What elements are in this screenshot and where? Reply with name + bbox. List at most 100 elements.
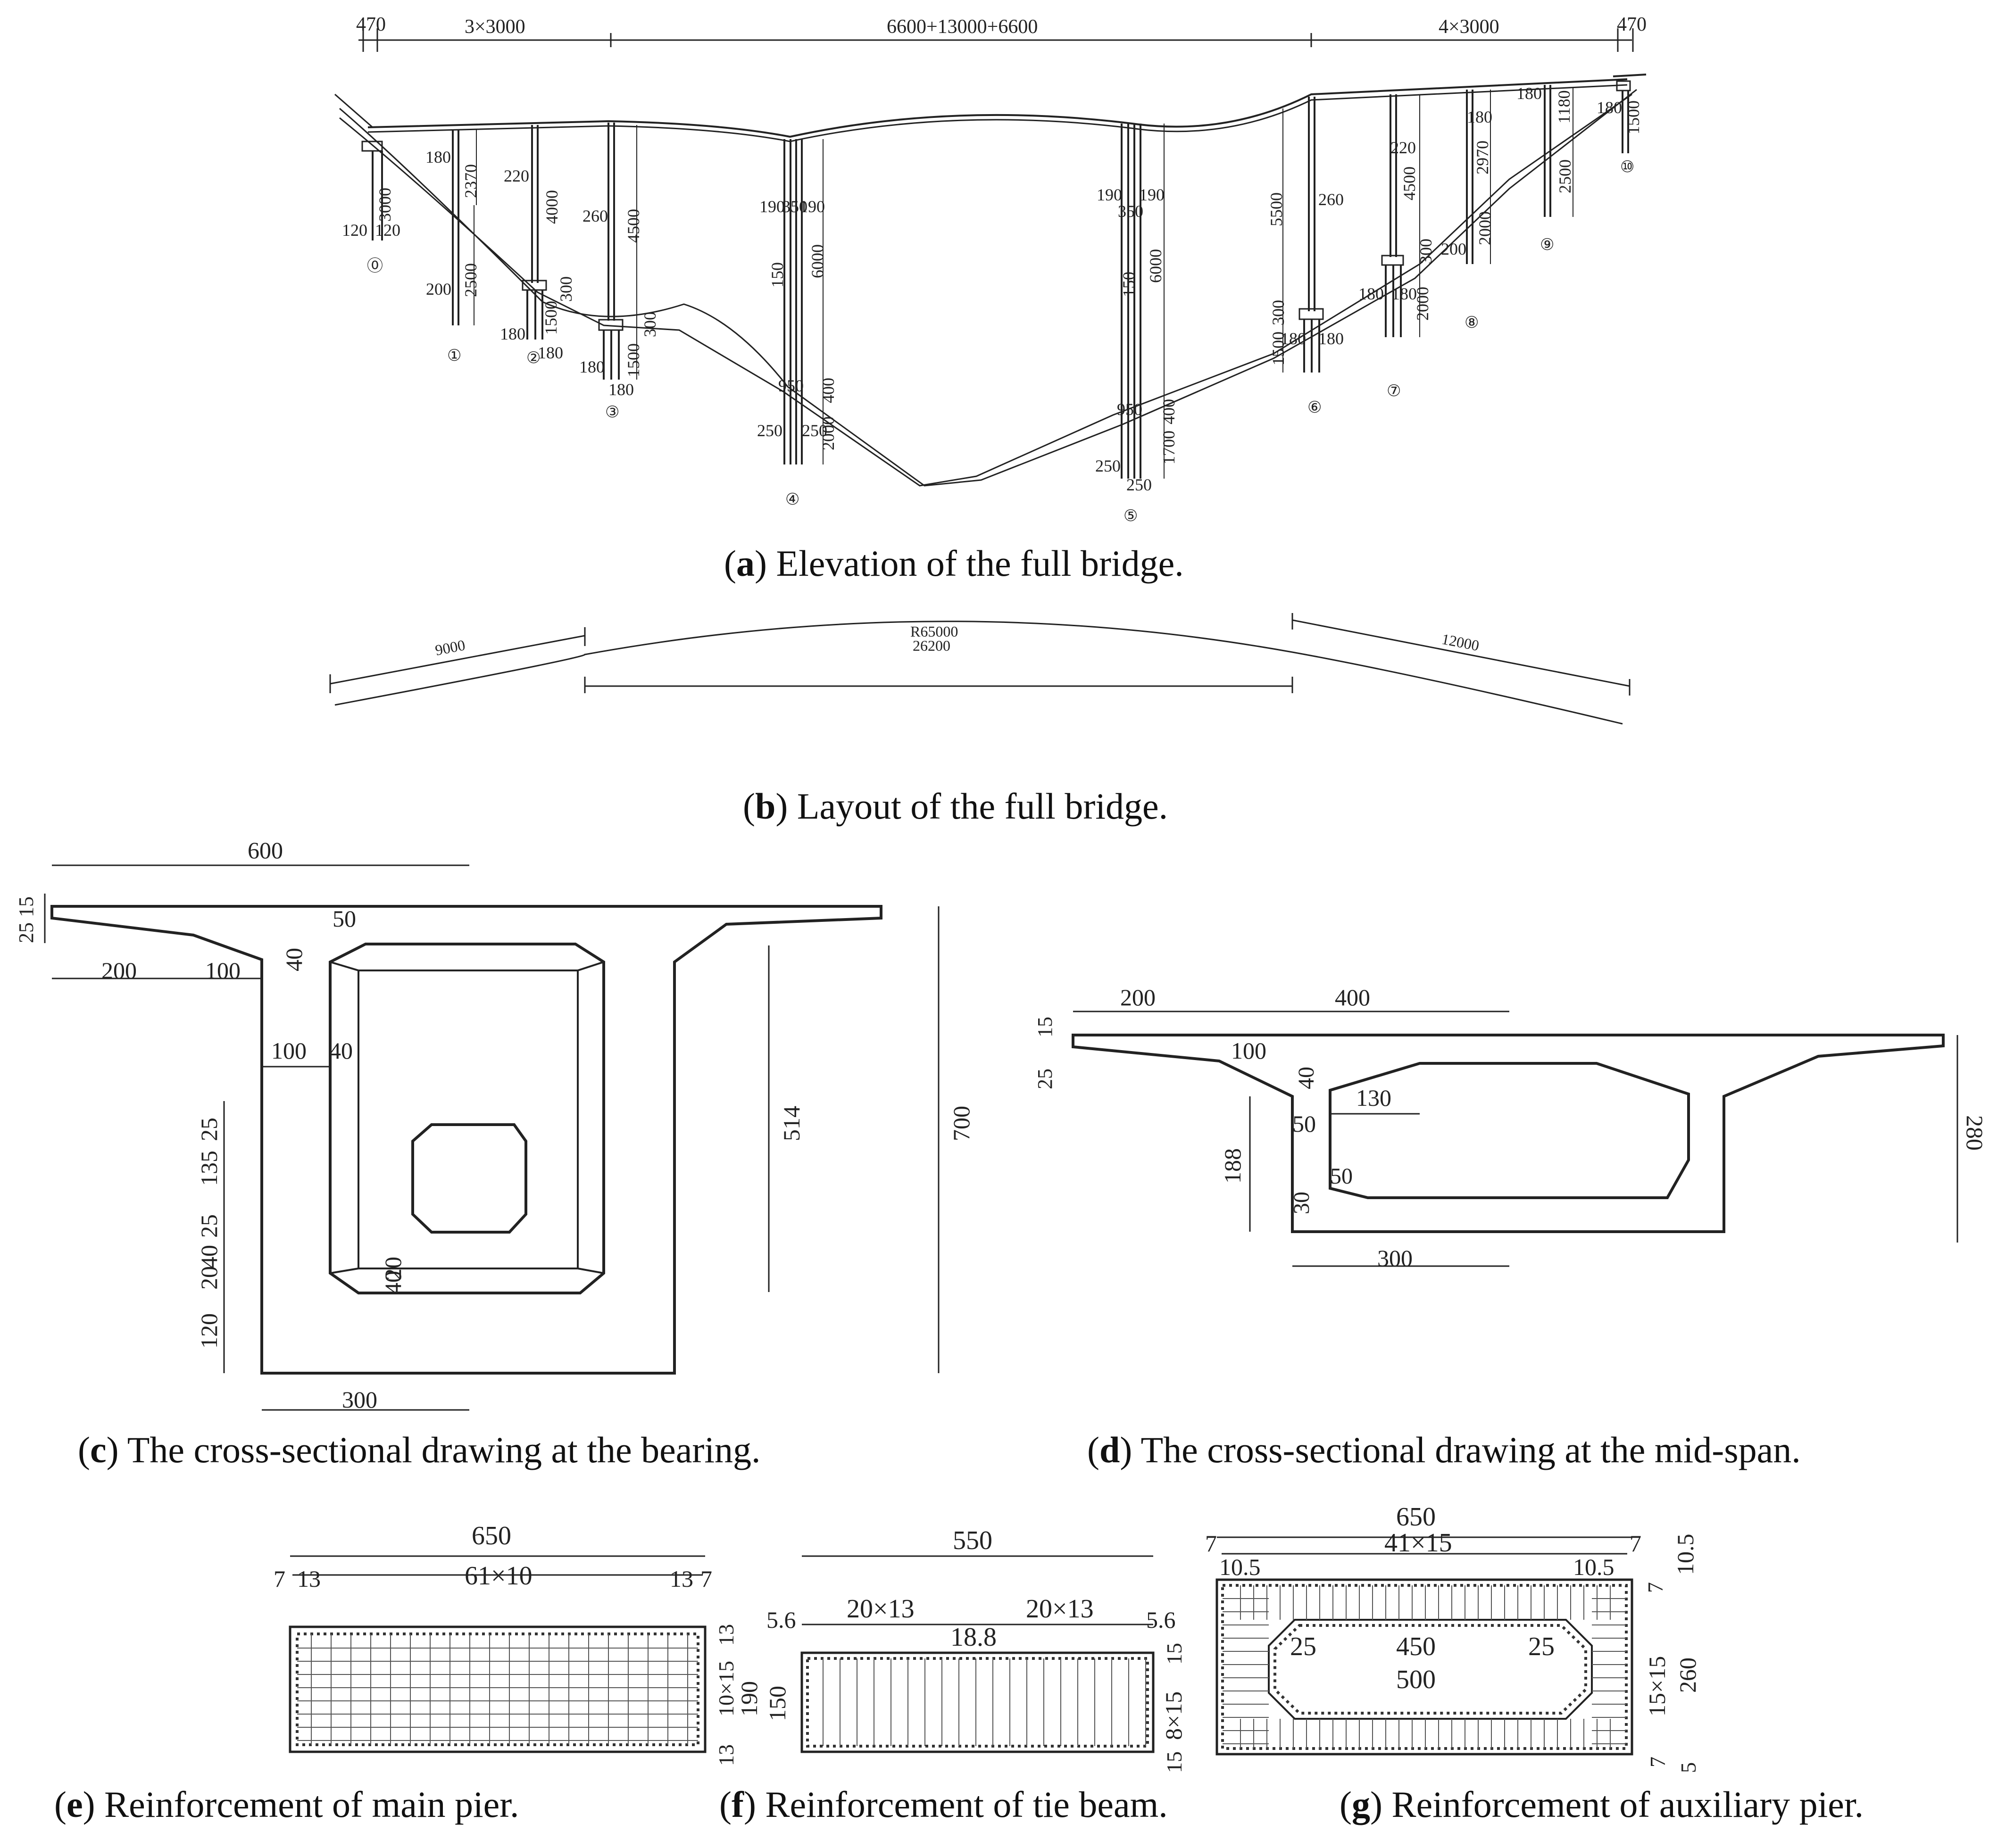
dim-label: 220 [504,166,529,185]
pier-number: ② [526,349,541,367]
pier-number: ⑦ [1387,382,1401,400]
dim-label: 180 [579,357,605,376]
dim-label: 2500 [461,263,480,297]
dim-label: 15 [1033,1017,1057,1037]
dim-label: R65000 [910,623,958,640]
dim-label: 6600+13000+6600 [887,16,1038,38]
dim-label: 190 [1139,185,1165,204]
dim-label: 180 [1597,98,1622,117]
dim-label: 40 [380,1271,406,1294]
dim-label: 26200 [913,637,950,654]
dim-label: 1180 [1555,90,1573,124]
dim-label: 40 [1294,1067,1319,1089]
dim-label: 13 [714,1624,738,1646]
dim-label: 190 [759,197,785,216]
dim-label: 190 [799,197,825,216]
dim-label: 280 [1962,1115,1988,1151]
dim-label: 2000 [819,416,838,450]
dim-label: 180 [608,380,634,399]
dim-label: 188 [1219,1148,1246,1184]
rebar-auxiliary-pier-drawing [1215,1536,1633,1756]
dim-label: 50 [1292,1110,1316,1137]
dim-label: 1500 [624,343,643,377]
dim-label: 100 [205,957,241,984]
dim-label: 25 [1290,1632,1316,1661]
rebar-grid [297,1585,1626,1749]
dim-label: 8×15 [1160,1691,1187,1740]
dim-label: 3×3000 [465,16,525,38]
dim-label: 13 [670,1566,693,1592]
dim-label: 20 [196,1266,222,1290]
dim-label: 7 [1205,1530,1217,1557]
layout-drawing [329,613,1631,725]
dim-label: 400 [1335,984,1370,1011]
dim-label: 1500 [541,301,560,335]
dim-label: 150 [764,1686,791,1721]
pier-number: ⑩ [1620,158,1634,176]
dim-label: 150 [768,262,787,288]
pier-number: ⓪ [367,257,383,275]
dim-label: 300 [1269,300,1288,325]
dim-label: 7 [1646,1757,1670,1767]
dim-label: 15 [15,896,38,917]
dim-label: 200 [101,957,137,984]
dim-label: 200 [1441,240,1466,258]
pier-number: ⑤ [1123,507,1138,525]
dim-label: 250 [1126,475,1152,494]
dim-label: 20×13 [1026,1594,1094,1624]
dim-label: 2970 [1473,141,1492,174]
dim-label: 5500 [1267,192,1286,226]
dim-label: 120 [375,221,400,240]
dim-label: 470 [356,14,386,35]
dim-label: 400 [819,378,838,403]
dim-label: 4×3000 [1439,16,1499,38]
dim-label: 514 [778,1106,805,1141]
dim-label: 190 [1097,185,1122,204]
dim-label: 50 [1330,1164,1353,1189]
dim-label: 4000 [542,190,561,224]
caption-b: (b) Layout of the full bridge. [743,786,1168,827]
dim-label: 5.6 [766,1607,796,1633]
dim-label: 200 [1120,984,1156,1011]
dim-label: 10×15 [714,1661,738,1716]
dim-label: 6000 [808,244,827,278]
caption-a: (a) Elevation of the full bridge. [724,543,1184,584]
rebar-main-pier-drawing [289,1555,707,1753]
caption-c: (c) The cross-sectional drawing at the b… [78,1429,761,1470]
dim-label: 7 [1630,1530,1641,1557]
dim-label: 350 [1118,202,1143,221]
dim-label: 2000 [1475,211,1494,245]
dim-label: 180 [1318,329,1344,348]
dim-label: 5.6 [1146,1607,1176,1633]
dim-label: 260 [583,207,608,225]
caption-g: (g) Reinforcement of auxiliary pier. [1340,1784,1864,1825]
dim-label: 20 [380,1257,406,1280]
dim-label: 10.5 [1219,1554,1261,1580]
dim-label: 180 [1358,284,1384,303]
dim-label: 50 [333,905,356,932]
dim-label: 7 [700,1566,712,1592]
dim-label: 950 [1117,400,1142,419]
section-midspan-drawing [1072,1011,1958,1267]
dim-label: 41×15 [1384,1528,1452,1558]
dim-label: 300 [557,276,575,302]
dim-label: 25 [15,922,38,943]
dim-label: 180 [1516,84,1542,103]
dim-label: 135 [196,1151,222,1186]
dim-label: 1500 [1624,100,1643,134]
dim-label: 15 [1162,1751,1186,1773]
dim-label: 13 [297,1566,321,1592]
dim-label: 650 [472,1521,511,1550]
dim-label: 260 [1674,1657,1701,1693]
dim-label: 40 [329,1037,353,1064]
pier-number: ③ [605,404,619,421]
dim-label: 40 [196,1245,222,1268]
dim-label: 250 [757,421,782,440]
dim-label: 400 [1159,399,1178,424]
elevation-drawing [334,28,1647,487]
dim-label: 30 [1289,1192,1314,1214]
dim-label: 9000 [433,636,466,659]
dim-label: 300 [641,312,659,337]
dim-label: 25 [196,1214,222,1238]
